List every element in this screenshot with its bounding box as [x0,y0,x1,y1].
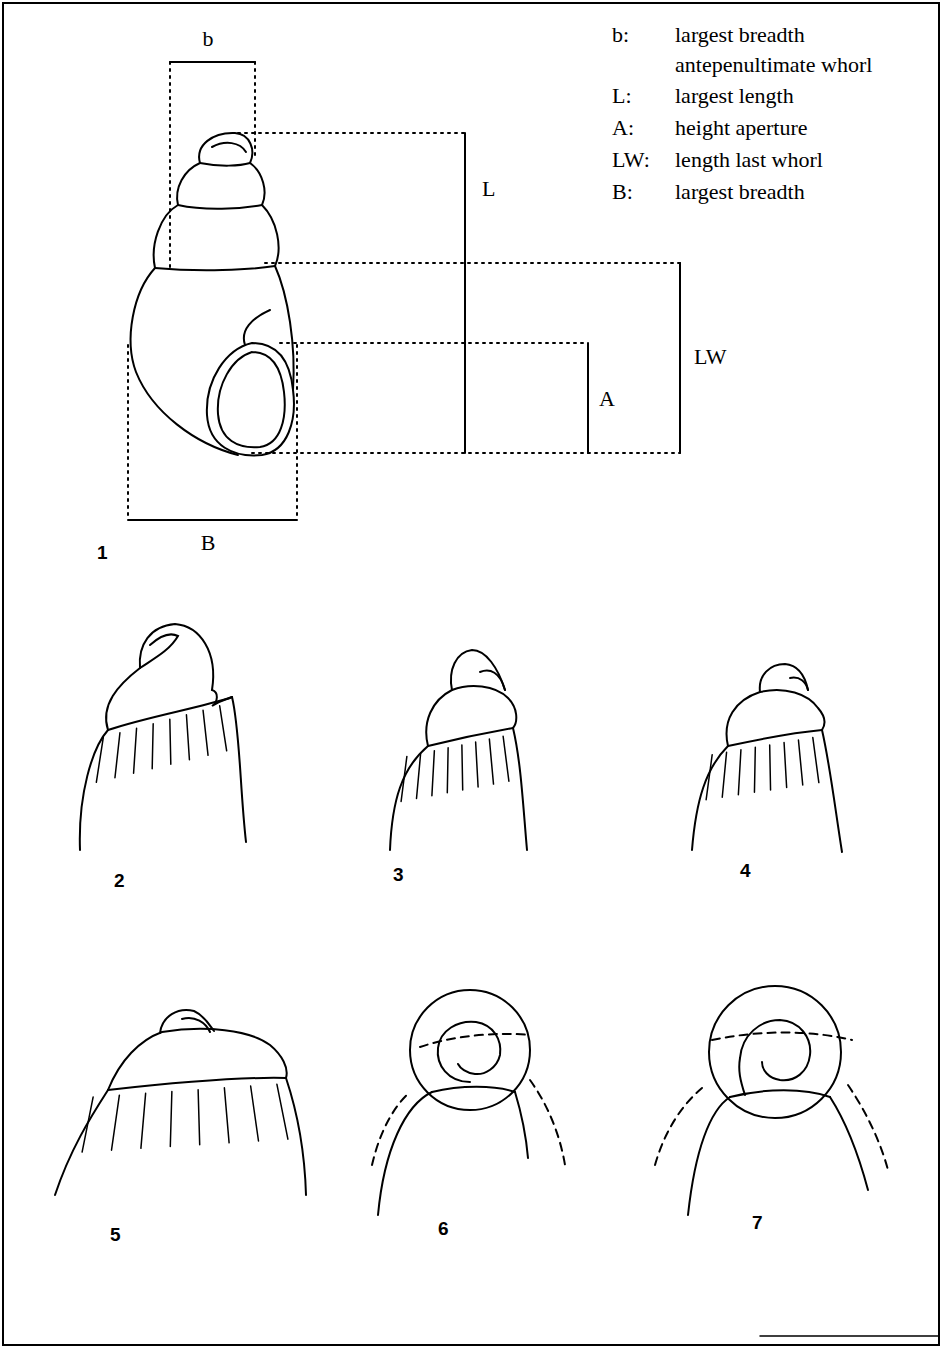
figure-number: 2 [114,868,125,894]
key-text: largest length [675,83,794,109]
apex-figure-5 [55,1010,306,1195]
rib-stroke [813,738,819,783]
apex-figure-7 [655,986,888,1215]
apex-figure-4 [692,664,842,852]
rib-stroke [224,1088,229,1143]
rib-stroke [722,752,726,797]
dimension-letter: B [201,530,216,556]
apex-figure-6 [372,990,565,1215]
apex-figure-2 [80,624,246,850]
figure-number: 4 [740,858,751,884]
key-symbol: L: [612,83,632,109]
rib-stroke [798,740,802,785]
rib-stroke [169,719,171,764]
rib-stroke [476,742,478,787]
rib-stroke [82,1097,93,1152]
extension-lines [128,62,680,520]
rib-stroke [96,737,103,782]
scale-line [760,1335,938,1337]
dimension-lines [128,62,680,520]
rib-stroke [503,736,509,781]
rib-stroke [220,706,227,751]
rib-stroke [401,756,407,801]
rib-stroke [706,755,712,800]
key-symbol: LW: [612,147,650,173]
shell-figure-1 [131,133,294,456]
rib-stroke [489,739,493,784]
key-text: largest breadth [675,179,805,205]
figure-number: 6 [438,1216,449,1242]
dimension-letter: A [599,386,615,412]
rib-stroke [769,745,771,790]
rib-stroke [277,1084,288,1139]
rib-stroke [784,742,787,787]
plate-border [3,3,939,1345]
rib-stroke [754,747,756,792]
key-symbol: B: [612,179,633,205]
figure-number: 1 [97,540,108,566]
figure-number: 3 [393,862,404,888]
dimension-letter: L [482,176,495,202]
rib-stroke [186,715,189,760]
dimension-letter: b [203,26,214,52]
key-text: height aperture [675,115,808,141]
rib-stroke [417,754,421,799]
rib-stroke [198,1090,200,1145]
key-symbol: A: [612,115,634,141]
rib-stroke [115,733,120,778]
key-symbol: b: [612,22,629,48]
rib-stroke [112,1095,120,1150]
rib-stroke [203,710,208,755]
rib-stroke [251,1086,259,1141]
rib-stroke [134,728,137,773]
key-text: length last whorl [675,147,823,173]
key-text: largest breadth antepenultimate whorl [675,20,925,80]
dimension-letter: LW [694,344,727,370]
rib-stroke [170,1092,172,1147]
rib-stroke [447,748,449,793]
rib-lines [82,706,819,1152]
apex-figure-3 [390,650,527,850]
rib-stroke [141,1093,146,1148]
rib-stroke [461,745,463,790]
rib-stroke [432,751,434,796]
rib-stroke [738,750,741,795]
figure-number: 7 [752,1210,763,1236]
rib-stroke [151,724,153,769]
figure-number: 5 [110,1222,121,1248]
